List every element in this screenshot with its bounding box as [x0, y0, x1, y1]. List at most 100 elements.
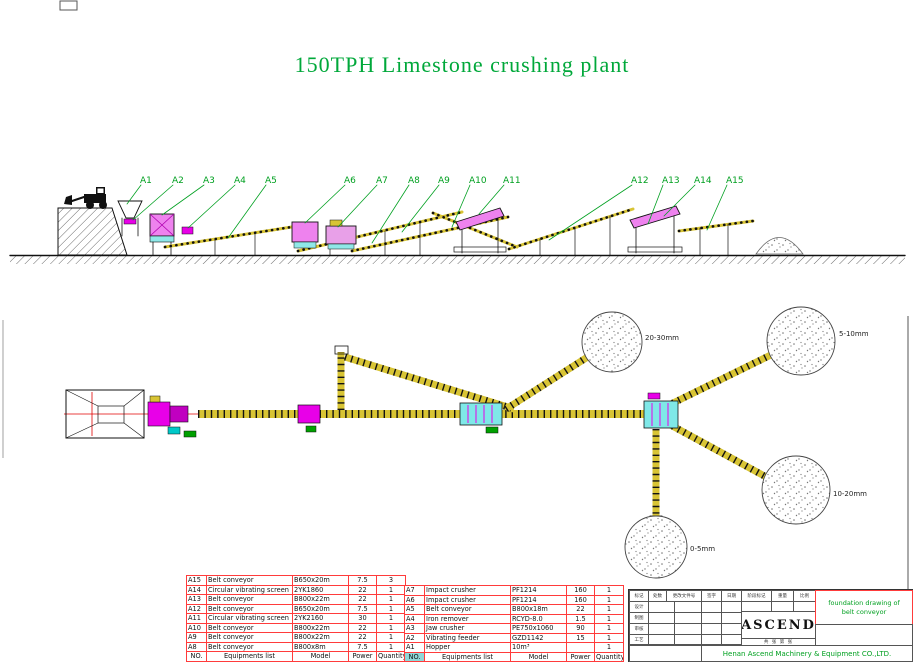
- header-name: Equipments list: [424, 651, 511, 662]
- stockpile-label-20-30: 20-30mm: [645, 334, 679, 342]
- loading-ramp: [57, 207, 128, 256]
- stockpile-label-0-5: 0-5mm: [690, 545, 715, 553]
- title-block-cell: [815, 624, 913, 646]
- equipment-name: Circular vibrating screen: [206, 613, 293, 624]
- belt-conveyors-plan: [198, 345, 785, 519]
- table-row: A3 Jaw crusher PE750x1060 90 1: [404, 623, 624, 634]
- drive-motor: [305, 425, 317, 433]
- title-block-cell: [674, 634, 702, 645]
- table-row: A6 Impact crusher PF1214 160 1: [404, 594, 624, 605]
- equipment-name: Belt conveyor: [206, 594, 293, 605]
- ground-hatch: [10, 256, 905, 264]
- equipment-qty: 1: [376, 584, 406, 595]
- table-row: A8 Belt conveyor B800x8m 7.5 1: [186, 641, 406, 652]
- stockpile-5-10: [766, 306, 836, 376]
- equipment-power: 160: [566, 594, 595, 605]
- drive-station: [297, 404, 321, 424]
- equipment-id: A2: [404, 632, 425, 643]
- vibrating-screen: [453, 207, 507, 254]
- equipment-id: A5: [404, 604, 425, 615]
- equipment-qty: 1: [376, 632, 406, 643]
- header-power: Power: [348, 651, 377, 662]
- equipment-qty: 1: [594, 642, 624, 653]
- equipment-name: Belt conveyor: [206, 622, 293, 633]
- equipment-id: A10: [186, 622, 207, 633]
- hopper-plan: [65, 389, 145, 439]
- stockpile-label-10-20: 10-20mm: [833, 490, 867, 498]
- equipment-id: A1: [404, 642, 425, 653]
- equipment-name: Impact crusher: [424, 585, 511, 596]
- header-model: Model: [510, 651, 567, 662]
- drawing-title: 150TPH Limestone crushing plant: [294, 52, 630, 77]
- title-block-cell: [701, 634, 722, 645]
- equipment-power: 7.5: [348, 641, 377, 652]
- equipment-qty: 1: [376, 603, 406, 614]
- equipment-name: Belt conveyor: [206, 575, 293, 586]
- company-name: Henan Ascend Machinery & Equipment CO.,L…: [701, 645, 913, 662]
- equipment-power: 22: [566, 604, 595, 615]
- elevation-view: A1 A2 A3 A4 A5 A6 A7 A8 A9 A10 A11 A12 A…: [9, 176, 906, 264]
- title-block-cell: [629, 645, 702, 662]
- belt-conveyors-elevation: [163, 207, 755, 253]
- table-row: A7 Impact crusher PF1214 160 1: [404, 585, 624, 596]
- stockpile-10-20: [761, 455, 831, 525]
- equipment-label-a5: A5: [265, 176, 277, 186]
- header-qty: Quantity: [376, 651, 406, 662]
- equipment-table-left: A15 Belt conveyor B650x20m 7.5 3 A14 Cir…: [186, 575, 406, 662]
- stockpile-20-30: [581, 311, 643, 373]
- equipment-model: B650x20m: [292, 603, 349, 614]
- drawing-name-line2: belt conveyor: [841, 607, 887, 616]
- equipment-name: Impact crusher: [424, 594, 511, 605]
- equipment-power: 22: [348, 632, 377, 643]
- equipment-label-a1: A1: [140, 176, 152, 186]
- equipment-power: [566, 642, 595, 653]
- equipment-id: A15: [186, 575, 207, 586]
- equipment-id: A14: [186, 584, 207, 595]
- equipment-table-right: A7 Impact crusher PF1214 160 1 A6 Impact…: [404, 585, 624, 662]
- equipment-model: B800x22m: [292, 622, 349, 633]
- title-block-cell: [648, 634, 675, 645]
- equipment-model: B800x22m: [292, 594, 349, 605]
- table-row: A4 Iron remover RCYD-8.0 1.5 1: [404, 613, 624, 624]
- table-row: A5 Belt conveyor B800x18m 22 1: [404, 604, 624, 615]
- equipment-model: RCYD-8.0: [510, 613, 567, 624]
- company-logo: ASCEND: [741, 611, 816, 639]
- vibrating-feeder: [123, 218, 137, 225]
- equipment-label-a3: A3: [203, 176, 215, 186]
- equipment-qty: 1: [594, 613, 624, 624]
- equipment-name: Jaw crusher: [424, 623, 511, 634]
- equipment-power: 7.5: [348, 575, 377, 586]
- equipment-model: B800x22m: [292, 632, 349, 643]
- equipment-model: 2YK2160: [292, 613, 349, 624]
- impact-crusher-2: [325, 219, 357, 250]
- equipment-power: 160: [566, 585, 595, 596]
- equipment-id: A6: [404, 594, 425, 605]
- title-block: 标记 处数 更改文件号 签字 日期 设计 制图 审核 工艺 阶段标记 重量 比例…: [628, 589, 913, 662]
- head-pulleys: [334, 341, 787, 525]
- equipment-qty: 1: [594, 632, 624, 643]
- equipment-model: B800x8m: [292, 641, 349, 652]
- plan-view: 20-30mm 5-10mm 10-20mm 0-5mm: [64, 306, 869, 579]
- table-row: A1 Hopper 10m³ 1: [404, 642, 624, 653]
- equipment-label-a12: A12: [631, 176, 649, 186]
- vibrating-screen-2: [627, 205, 683, 254]
- header-name: Equipments list: [206, 651, 293, 662]
- equipment-label-a4: A4: [234, 176, 246, 186]
- stockpile-0-5: [624, 515, 688, 579]
- header-power: Power: [566, 651, 595, 662]
- label-leaders: [126, 184, 728, 244]
- equipment-power: 22: [348, 594, 377, 605]
- equipment-power: 90: [566, 623, 595, 634]
- header-qty: Quantity: [594, 651, 624, 662]
- equipment-model: B800x18m: [510, 604, 567, 615]
- drawing-name-cell: foundation drawing of belt conveyor: [815, 590, 913, 625]
- equipment-id: A3: [404, 623, 425, 634]
- impact-crusher: [291, 221, 319, 249]
- equipment-qty: 1: [594, 604, 624, 615]
- sheet-frame: [2, 0, 909, 634]
- equipment-label-a15: A15: [726, 176, 744, 186]
- equipment-model: PF1214: [510, 585, 567, 596]
- jaw-crusher: [149, 213, 175, 256]
- screen-plan: [459, 402, 503, 434]
- header-no: NO.: [404, 651, 425, 662]
